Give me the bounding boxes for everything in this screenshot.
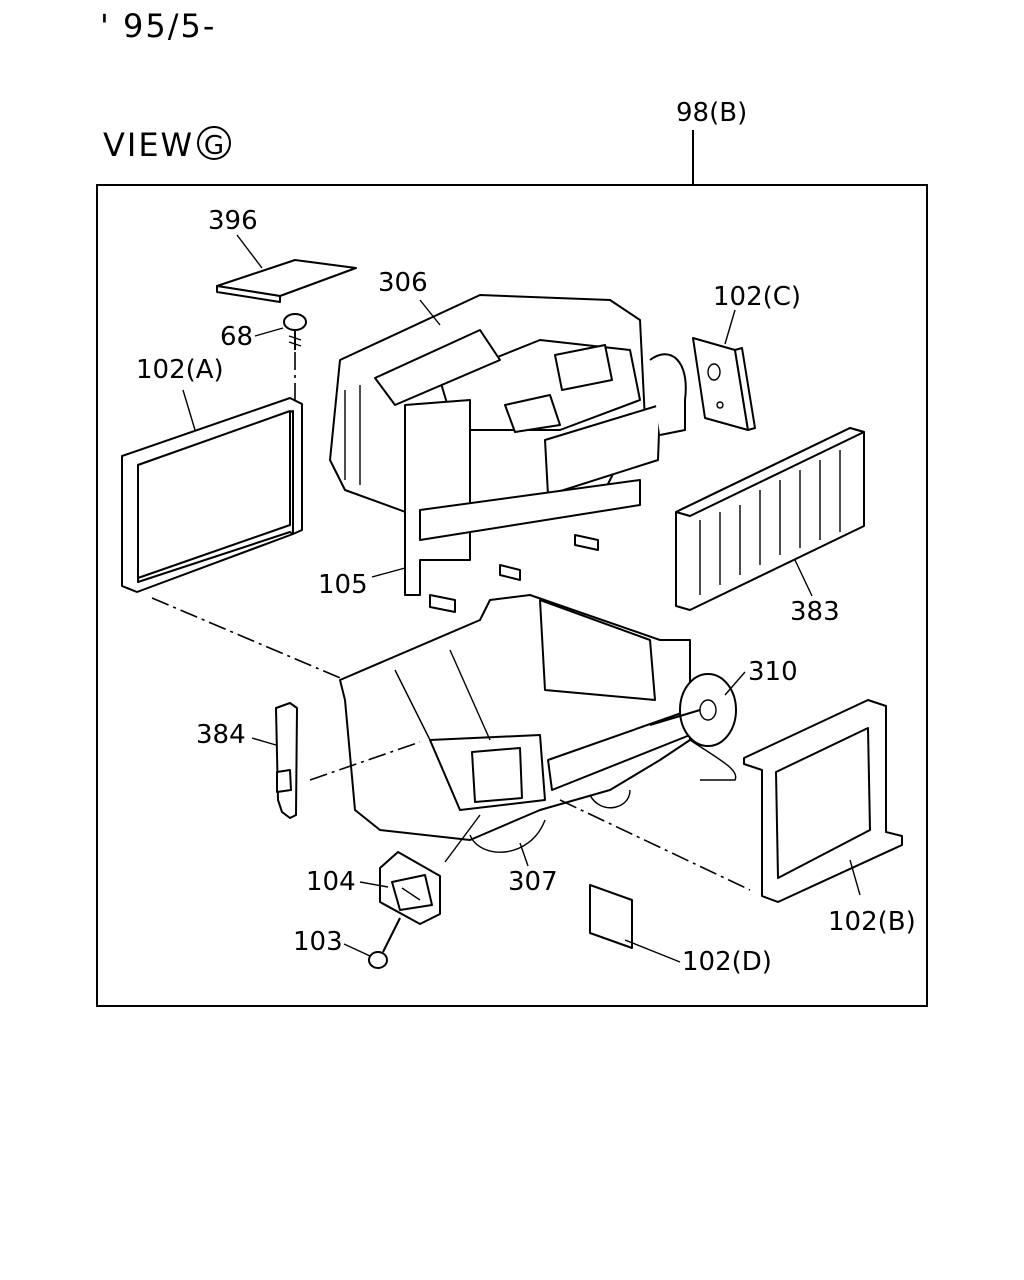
date-code: ' 95/5-: [100, 7, 216, 45]
part-384-door: [251, 702, 421, 819]
label-396: 396: [208, 206, 258, 236]
part-383-filter: [675, 427, 865, 611]
label-105: 105: [318, 570, 368, 600]
part-102a-frame: [121, 389, 346, 681]
label-102a: 102(A): [136, 355, 224, 385]
part-104-resistor: [359, 814, 481, 925]
label-104: 104: [306, 867, 356, 897]
part-307-lower-case: [339, 594, 751, 891]
part-310-blower: [649, 671, 746, 747]
label-384: 384: [196, 720, 246, 750]
part-102c-pad: [692, 309, 756, 431]
label-310: 310: [748, 657, 798, 687]
part-102d-pad: [589, 884, 681, 963]
label-307: 307: [508, 867, 558, 897]
view-letter: G: [204, 131, 224, 161]
label-306: 306: [378, 268, 428, 298]
frame-box: [96, 184, 928, 1007]
view-label: VIEW: [103, 126, 194, 164]
label-103: 103: [293, 927, 343, 957]
label-102b: 102(B): [828, 907, 916, 937]
part-68-screw: [254, 313, 307, 410]
label-383: 383: [790, 597, 840, 627]
part-396-sheet: [216, 234, 357, 303]
part-105-plate: [371, 399, 641, 613]
label-102c: 102(C): [713, 282, 801, 312]
label-98b: 98(B): [676, 98, 747, 128]
label-102d: 102(D): [682, 947, 772, 977]
part-102b-frame: [743, 699, 903, 903]
part-103-screw: [343, 917, 401, 969]
label-68: 68: [220, 322, 253, 352]
view-letter-badge: G: [197, 126, 231, 161]
